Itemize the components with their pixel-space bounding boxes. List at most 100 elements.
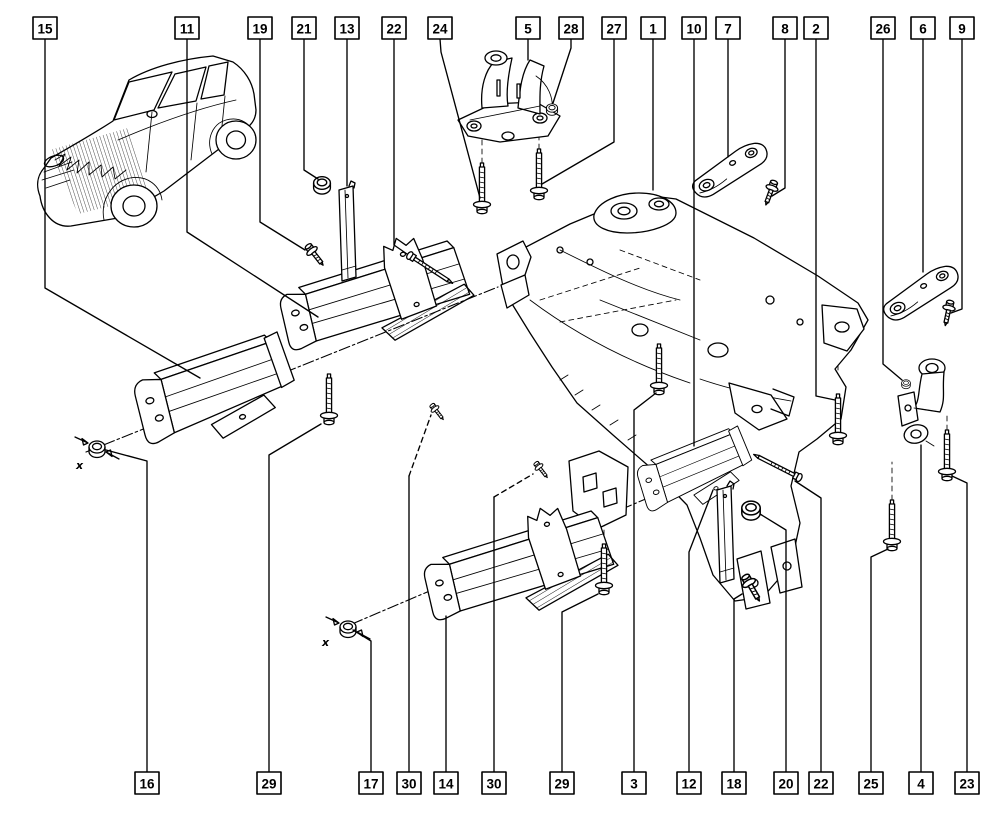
callout-18-bottom[interactable]: 18 (721, 771, 747, 795)
callout-13-top[interactable]: 13 (334, 16, 360, 40)
callout-20-bottom[interactable]: 20 (773, 771, 799, 795)
callout-number: 26 (875, 22, 891, 37)
leader-2 (815, 38, 836, 401)
callout-box[interactable] (558, 16, 584, 40)
callout-box[interactable] (954, 771, 980, 795)
callout-box[interactable] (721, 771, 747, 795)
callout-17-bottom[interactable]: 17 (358, 771, 384, 795)
bolt-9 (938, 298, 958, 328)
callout-12-bottom[interactable]: 12 (676, 771, 702, 795)
callout-14-bottom[interactable]: 14 (433, 771, 459, 795)
callout-number: 12 (681, 777, 696, 792)
leader-24 (439, 38, 481, 199)
callout-16-bottom[interactable]: 16 (134, 771, 160, 795)
callout-box[interactable] (256, 771, 282, 795)
callout-box[interactable] (515, 16, 541, 40)
callout-5-top[interactable]: 5 (515, 16, 541, 40)
callout-11-top[interactable]: 11 (174, 16, 200, 40)
callout-box[interactable] (334, 16, 360, 40)
callout-box[interactable] (715, 16, 741, 40)
callout-7-top[interactable]: 7 (715, 16, 741, 40)
callout-22-bottom[interactable]: 22 (808, 771, 834, 795)
callout-number: 29 (554, 777, 569, 792)
callout-23-bottom[interactable]: 23 (954, 771, 980, 795)
callout-8-top[interactable]: 8 (772, 16, 798, 40)
callout-box[interactable] (910, 16, 936, 40)
leader-22 (794, 480, 822, 773)
callout-29-bottom[interactable]: 29 (549, 771, 575, 795)
callout-21-top[interactable]: 21 (291, 16, 317, 40)
callout-24-top[interactable]: 24 (427, 16, 453, 40)
callout-number: 29 (261, 777, 276, 792)
discard-mark-left: x (74, 436, 120, 472)
callout-box[interactable] (291, 16, 317, 40)
callout-number: 3 (630, 777, 638, 792)
callout-box[interactable] (908, 771, 934, 795)
callout-29-bottom[interactable]: 29 (256, 771, 282, 795)
leader-dash-30 (408, 414, 432, 477)
callout-4-bottom[interactable]: 4 (908, 771, 934, 795)
leader-3 (633, 392, 657, 773)
bolt-23 (937, 429, 957, 482)
callout-number: 18 (726, 777, 742, 792)
callout-box[interactable] (676, 771, 702, 795)
callout-10-top[interactable]: 10 (681, 16, 707, 40)
callout-box[interactable] (32, 16, 58, 40)
callout-6-top[interactable]: 6 (910, 16, 936, 40)
callout-30-bottom[interactable]: 30 (481, 771, 507, 795)
leader-28 (552, 38, 572, 104)
callout-number: 13 (339, 22, 355, 37)
callout-9-top[interactable]: 9 (949, 16, 975, 40)
callout-2-top[interactable]: 2 (803, 16, 829, 40)
callout-box[interactable] (772, 16, 798, 40)
leader-8 (771, 38, 786, 197)
callout-box[interactable] (481, 771, 507, 795)
callout-19-top[interactable]: 19 (247, 16, 273, 40)
callout-number: 30 (486, 777, 501, 792)
callout-box[interactable] (396, 771, 422, 795)
leader-12 (688, 489, 714, 773)
callout-28-top[interactable]: 28 (558, 16, 584, 40)
callout-box[interactable] (601, 16, 627, 40)
vehicle-illustration (37, 55, 257, 228)
callout-box[interactable] (773, 771, 799, 795)
leader-16 (105, 449, 148, 773)
callout-30-bottom[interactable]: 30 (396, 771, 422, 795)
callout-22-top[interactable]: 22 (381, 16, 407, 40)
callout-box[interactable] (381, 16, 407, 40)
callout-box[interactable] (549, 771, 575, 795)
callout-box[interactable] (858, 771, 884, 795)
callout-26-top[interactable]: 26 (870, 16, 896, 40)
callout-1-top[interactable]: 1 (640, 16, 666, 40)
callout-3-bottom[interactable]: 3 (621, 771, 647, 795)
callout-box[interactable] (621, 771, 647, 795)
callout-box[interactable] (681, 16, 707, 40)
callout-box[interactable] (174, 16, 200, 40)
callout-box[interactable] (247, 16, 273, 40)
callout-27-top[interactable]: 27 (601, 16, 627, 40)
callout-number: 22 (386, 22, 401, 37)
leader-18 (733, 593, 743, 773)
leader-dash-30 (493, 473, 534, 498)
leader-29 (268, 423, 322, 773)
nut-17 (339, 620, 357, 639)
callout-box[interactable] (433, 771, 459, 795)
part-11-side-member-front-section (270, 223, 481, 365)
callout-15-top[interactable]: 15 (32, 16, 58, 40)
part-15-side-member-end-section (127, 330, 305, 457)
callout-box[interactable] (808, 771, 834, 795)
callout-box[interactable] (427, 16, 453, 40)
callout-box[interactable] (358, 771, 384, 795)
leader-25 (870, 548, 889, 773)
callout-box[interactable] (640, 16, 666, 40)
callout-box[interactable] (949, 16, 975, 40)
leader-22 (393, 38, 408, 255)
callout-box[interactable] (803, 16, 829, 40)
callout-number: 19 (252, 22, 267, 37)
callout-number: 27 (606, 22, 621, 37)
callout-box[interactable] (870, 16, 896, 40)
callout-box[interactable] (134, 771, 160, 795)
callout-25-bottom[interactable]: 25 (858, 771, 884, 795)
